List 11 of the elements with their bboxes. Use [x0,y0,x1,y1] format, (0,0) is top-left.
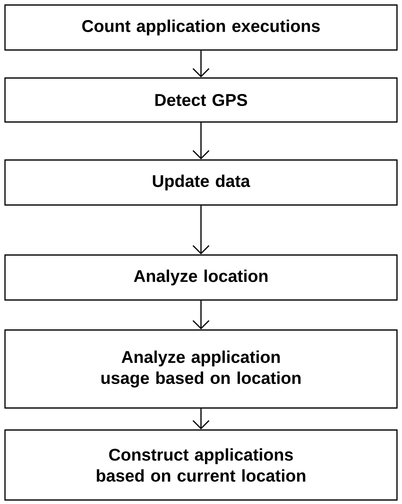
process-box: Update data [4,159,398,206]
process-box: Detect GPS [4,77,398,123]
process-box: Construct applications based on current location [4,429,398,501]
arrow [192,122,210,160]
process-box: Count application executions [4,4,398,51]
arrow [192,206,210,254]
process-box: Analyze application usage based on location [4,329,398,409]
arrow [192,408,210,430]
arrow [192,300,210,330]
arrow [192,50,210,78]
process-box: Analyze location [4,254,398,301]
